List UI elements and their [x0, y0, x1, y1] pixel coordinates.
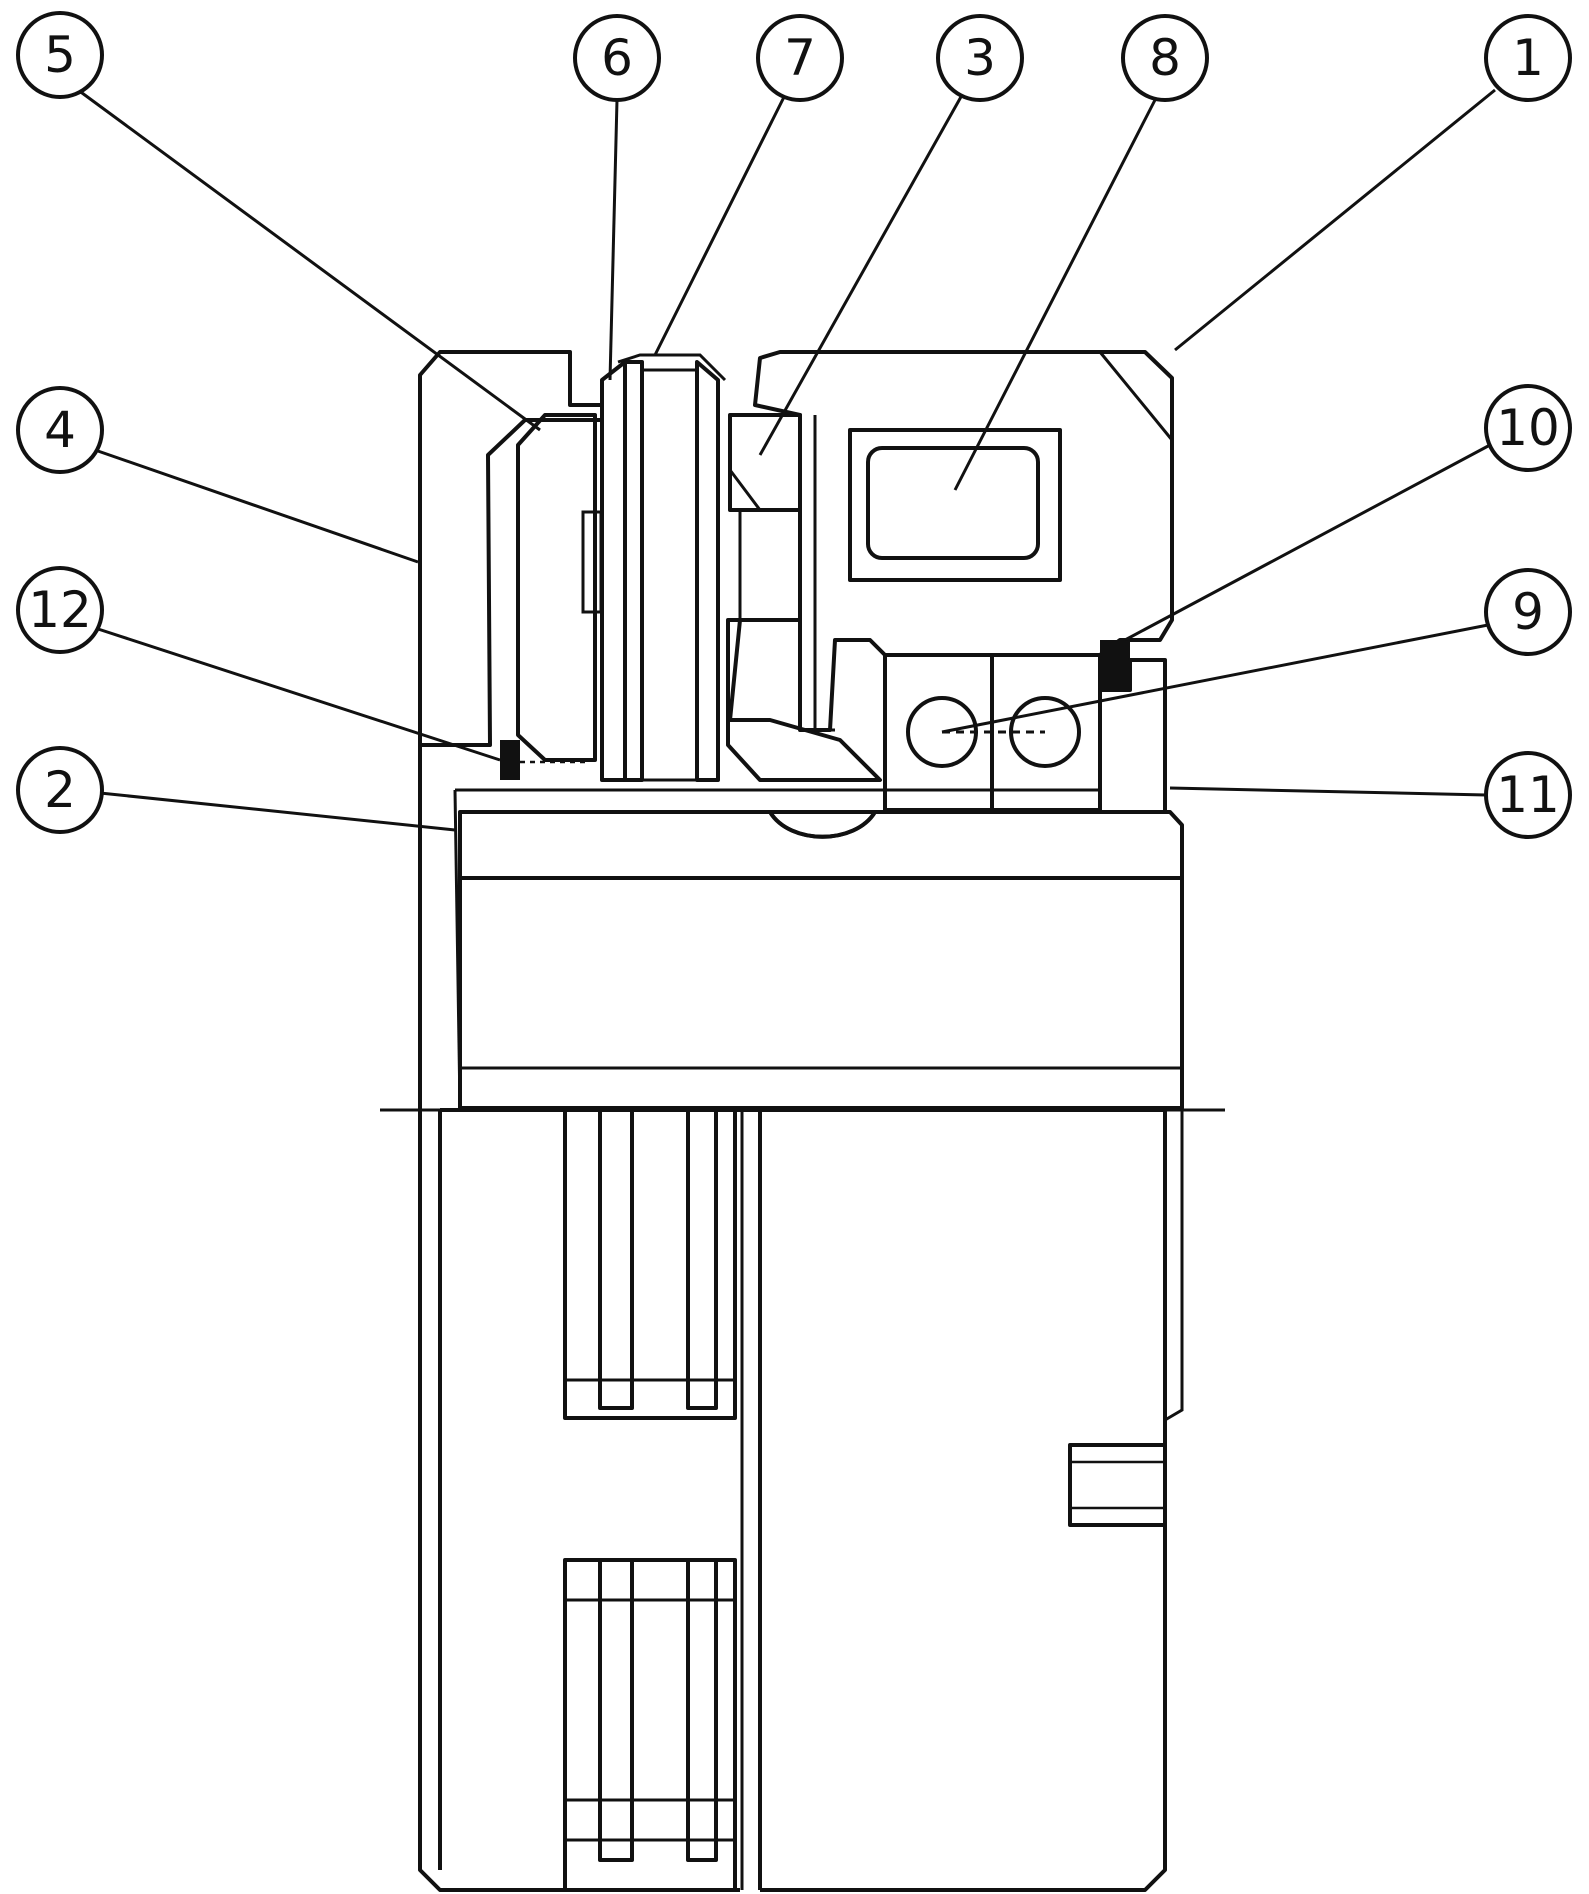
- callout-7: 7: [653, 14, 844, 356]
- callout-12-label: 12: [28, 581, 92, 639]
- friction-disc-7-right: [695, 360, 720, 782]
- pressure-bevel: [728, 469, 800, 512]
- callout-10: 10: [1124, 384, 1572, 642]
- callout-8: 8: [953, 14, 1209, 491]
- callout-2: 2: [16, 746, 456, 834]
- housing-inner-left: [453, 789, 462, 1109]
- callout-11: 11: [1169, 751, 1572, 839]
- callout-12: 12: [16, 566, 501, 762]
- friction-disc-7-left: [623, 360, 644, 782]
- callout-1-label: 1: [1512, 29, 1544, 87]
- callout-3: 3: [758, 14, 1024, 456]
- callout-3-label: 3: [964, 29, 996, 87]
- right-collar: [1164, 1108, 1184, 1422]
- magnet-body-section: [726, 350, 1174, 782]
- housing-left-section: [418, 350, 604, 747]
- key-slot: [1068, 1443, 1165, 1527]
- coil-winding: [866, 446, 1040, 560]
- callout-5-label: 5: [44, 26, 76, 84]
- friction-disc-6: [600, 360, 627, 782]
- callout-8-label: 8: [1149, 29, 1181, 87]
- callout-2-label: 2: [44, 761, 76, 819]
- callout-4: 4: [16, 386, 419, 564]
- disc-plate-left: [598, 1110, 634, 1862]
- callout-6: 6: [573, 14, 661, 381]
- disc-window: [565, 1798, 735, 1842]
- armature-disc-section: [516, 413, 597, 762]
- callout-1: 1: [1174, 14, 1572, 352]
- magnet-inner-step: [813, 415, 835, 732]
- callout-11-label: 11: [1496, 766, 1560, 824]
- pressure-ring-3: [728, 413, 802, 512]
- seal-ring-10: [1100, 640, 1130, 690]
- armature-slot: [581, 510, 603, 614]
- seal-ring-12: [500, 740, 520, 780]
- callout-6-label: 6: [601, 29, 633, 87]
- disc-pack-upper: [563, 1110, 737, 1420]
- pressure-ring-slot: [738, 508, 802, 622]
- bearing-ball-right: [1009, 696, 1081, 768]
- disc-plate-right: [686, 1110, 718, 1862]
- hub-section: [458, 810, 1184, 880]
- friction-disc-gap: [640, 368, 699, 782]
- callout-9: 9: [941, 568, 1572, 734]
- callout-7-label: 7: [784, 29, 816, 87]
- callout-5: 5: [16, 11, 541, 432]
- coil-housing: [848, 428, 1062, 582]
- callout-9-label: 9: [1512, 583, 1544, 641]
- housing-outer-left: [418, 745, 740, 1892]
- disc-gap: [565, 1378, 735, 1602]
- callout-4-label: 4: [44, 401, 76, 459]
- disc-pack-lower: [563, 1558, 737, 1890]
- hub-key-ball: [768, 810, 877, 839]
- callout-10-label: 10: [1496, 399, 1560, 457]
- outer-body-view: [438, 1108, 1167, 1892]
- bore: [458, 876, 1184, 1110]
- disc-top-cap: [617, 353, 727, 382]
- magnet-corner-chamfer: [1098, 351, 1174, 441]
